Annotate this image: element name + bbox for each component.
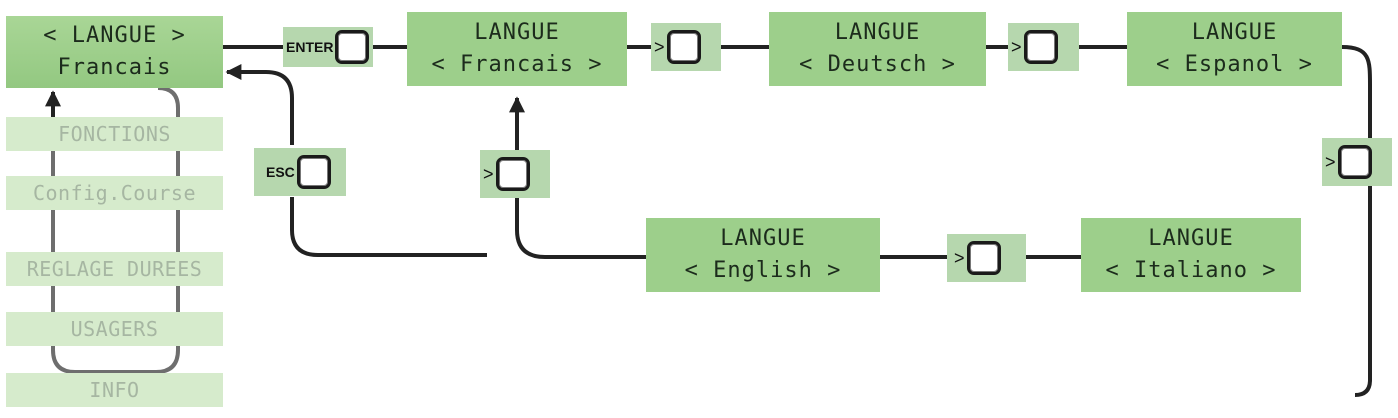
next-key-2-label: >	[1011, 36, 1022, 57]
link-esc-return	[290, 197, 487, 257]
enter-key[interactable]: ENTER	[283, 27, 373, 67]
display-espanol-title: LANGUE	[1191, 20, 1278, 45]
enter-key-label: ENTER	[286, 39, 334, 55]
link-english-up	[515, 198, 646, 259]
arrow-esc-to-top	[225, 64, 294, 145]
display-english-value: < English >	[684, 258, 842, 283]
display-francais-title: LANGUE	[474, 20, 560, 45]
next-button-4-icon	[966, 241, 1001, 275]
next-key-5[interactable]: >	[480, 150, 550, 198]
display-francais-value: < Francais >	[431, 52, 603, 77]
next-key-1[interactable]: >	[651, 23, 721, 71]
display-francais: LANGUE < Francais >	[407, 12, 627, 86]
display-deutsch: LANGUE < Deutsch >	[769, 12, 986, 86]
esc-key[interactable]: ESC	[254, 148, 346, 196]
display-italiano-title: LANGUE	[1148, 226, 1234, 251]
enter-button-icon	[335, 30, 370, 64]
display-english: LANGUE < English >	[646, 218, 880, 292]
next-key-3[interactable]: >	[1322, 138, 1392, 186]
next-button-3-icon	[1337, 145, 1372, 179]
display-espanol-value: < Espanol >	[1156, 52, 1313, 77]
esc-button-icon	[296, 155, 331, 189]
esc-key-label: ESC	[266, 164, 295, 180]
menu-item-usagers[interactable]: USAGERS	[6, 312, 223, 346]
top-display-line2: Francais	[57, 55, 172, 80]
next-key-3-label: >	[1325, 151, 1336, 172]
display-italiano: LANGUE < Italiano >	[1081, 218, 1301, 292]
display-english-title: LANGUE	[720, 226, 806, 251]
next-key-4-label: >	[954, 247, 965, 268]
menu-cycle-loop	[51, 86, 180, 374]
display-espanol: LANGUE < Espanol >	[1127, 12, 1342, 86]
next-key-4[interactable]: >	[947, 234, 1026, 282]
next-button-5-icon	[495, 157, 530, 191]
next-key-1-label: >	[654, 36, 665, 57]
next-key-5-label: >	[483, 163, 494, 184]
menu-item-fonctions[interactable]: FONCTIONS	[6, 117, 223, 151]
next-button-2-icon	[1023, 30, 1058, 64]
next-button-1-icon	[666, 30, 701, 64]
display-deutsch-value: < Deutsch >	[799, 52, 956, 77]
display-italiano-value: < Italiano >	[1105, 258, 1277, 283]
next-key-2[interactable]: >	[1008, 23, 1079, 71]
menu-item-info[interactable]: INFO	[6, 373, 223, 407]
top-display: < LANGUE > Francais	[6, 16, 223, 88]
top-display-line1: < LANGUE >	[43, 23, 186, 48]
display-deutsch-title: LANGUE	[834, 20, 921, 45]
link-espanol-right-loop	[1341, 45, 1372, 397]
menu-item-config-course[interactable]: Config.Course	[6, 176, 223, 210]
menu-item-reglage-durees[interactable]: REGLAGE DUREES	[6, 252, 223, 286]
